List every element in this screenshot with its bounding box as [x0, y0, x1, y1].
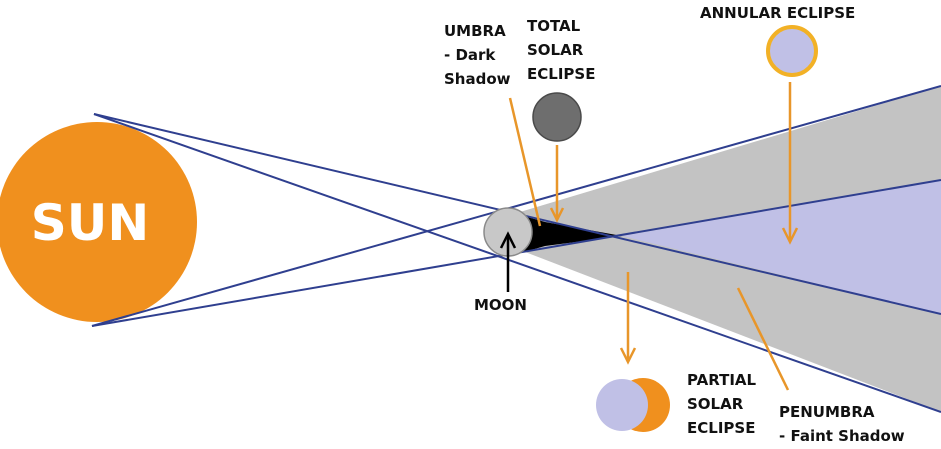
antumbra-region [622, 180, 941, 314]
penumbra-label: PENUMBRA - Faint Shadow [779, 403, 905, 445]
total-eclipse-label: TOTAL SOLAR ECLIPSE [527, 17, 595, 83]
umbra-label: UMBRA - Dark Shadow [444, 22, 511, 88]
penumbra-pointer-line [736, 287, 790, 391]
umbra-pointer-line [508, 97, 542, 227]
annular-eclipse-disk [766, 25, 818, 77]
total-eclipse-disk [532, 92, 582, 142]
ray-top-outer [93, 113, 941, 413]
ray-bottom-outer [91, 85, 941, 327]
moon-arrow [499, 231, 517, 292]
pointer-arrows [508, 82, 799, 391]
partial-eclipse-label: PARTIAL SOLAR ECLIPSE [687, 371, 761, 437]
annular-eclipse-arrowhead [781, 227, 799, 245]
moon-label: MOON [474, 296, 527, 314]
annular-eclipse-label: ANNULAR ECLIPSE [700, 4, 855, 22]
sun [0, 122, 197, 322]
sun-label: SUN [31, 194, 149, 252]
total-eclipse-arrowhead [549, 207, 565, 223]
partial-eclipse-arrowhead [619, 347, 637, 365]
umbra-region [510, 212, 622, 256]
partial-eclipse-moon-disk [596, 379, 648, 431]
